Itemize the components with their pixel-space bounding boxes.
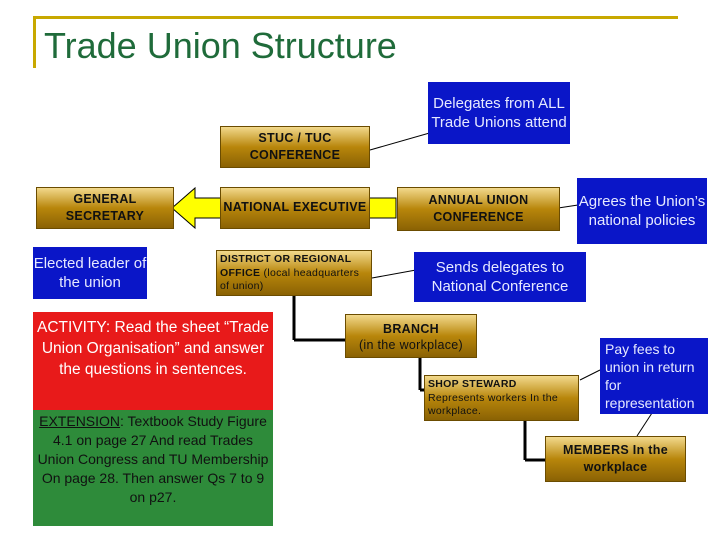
members-box: MEMBERS In the workplace [545,436,686,482]
general-secretary-box: GENERAL SECRETARY [36,187,174,229]
title-frame-top [33,16,678,19]
stuc-conference-box: STUC / TUC CONFERENCE [220,126,370,168]
extension-label: EXTENSION [39,413,121,429]
agrees-note: Agrees the Union’s national policies [577,178,707,244]
page-title: Trade Union Structure [44,25,397,66]
line-pay-members [636,412,653,437]
shop-steward-box: SHOP STEWARD Represents workers In the w… [424,375,579,421]
district-office-note: (local headquarters of union) [220,266,360,293]
delegates-note: Delegates from ALL Trade Unions attend [428,82,570,144]
branch-note: (in the workplace) [358,338,464,353]
line-sends [371,269,417,279]
activity-box: ACTIVITY: Read the sheet “Trade Union Or… [33,312,273,410]
elected-note: Elected leader of the union [33,247,147,299]
shop-steward-note: Represents workers In the workplace. [428,391,559,418]
district-office-box: DISTRICT OR REGIONAL OFFICE (local headq… [216,250,372,296]
title-frame-left [33,16,36,68]
arrow-left-icon [171,186,223,230]
branch-box: BRANCH (in the workplace) [345,314,477,358]
line-pay [579,369,601,381]
branch-title: BRANCH [383,322,439,336]
pay-note: Pay fees to union in return for represen… [600,338,708,414]
extension-text: : Textbook Study Figure 4.1 on page 27 A… [37,413,269,506]
sends-note: Sends delegates to National Conference [414,252,586,302]
national-executive-box: NATIONAL EXECUTIVE [220,187,370,229]
district-office-title: DISTRICT OR REGIONAL OFFICE [220,253,352,279]
annual-conference-box: ANNUAL UNION CONFERENCE [397,187,560,231]
extension-box: EXTENSION: Textbook Study Figure 4.1 on … [33,410,273,526]
shop-steward-title: SHOP STEWARD [428,378,517,390]
